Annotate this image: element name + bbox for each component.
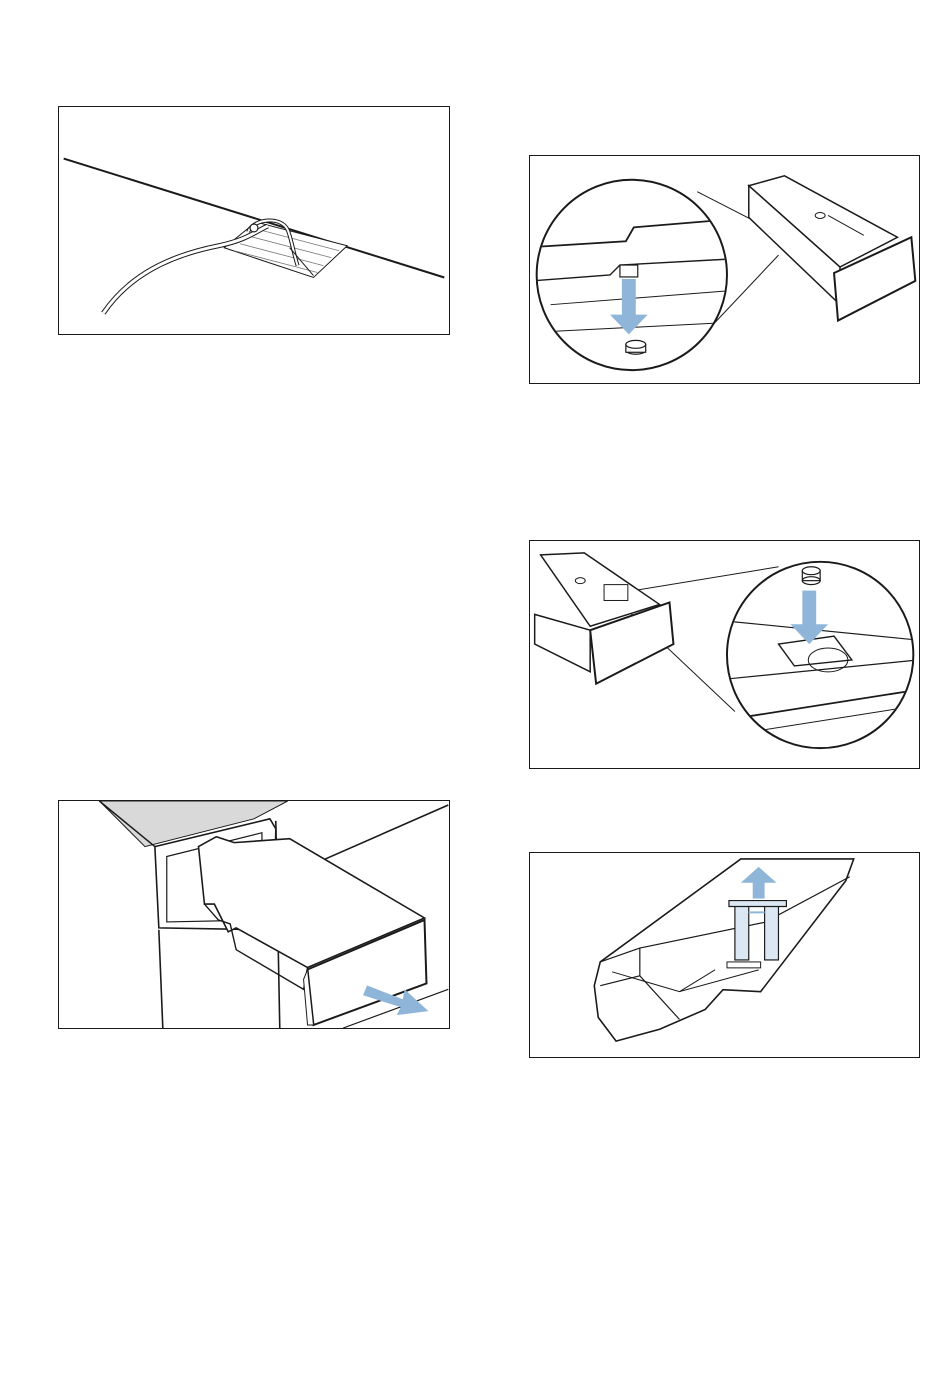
pull-drawer-illustration bbox=[59, 801, 449, 1028]
detergent-drawer-insert bbox=[594, 859, 853, 1041]
remove-cap-illustration bbox=[530, 156, 919, 383]
figure-pull-drawer bbox=[58, 800, 450, 1029]
figure-remove-cap bbox=[529, 155, 920, 384]
hose-clip-illustration bbox=[59, 107, 449, 334]
detergent-drawer bbox=[749, 176, 916, 321]
figure-insert-cap bbox=[529, 540, 920, 769]
figure-lift-siphon bbox=[529, 852, 920, 1058]
insert-cap-illustration bbox=[530, 541, 919, 768]
lift-siphon-illustration bbox=[530, 853, 919, 1057]
figure-hose-clip bbox=[58, 106, 450, 335]
siphon-cap bbox=[626, 340, 646, 354]
detergent-drawer bbox=[535, 553, 674, 684]
